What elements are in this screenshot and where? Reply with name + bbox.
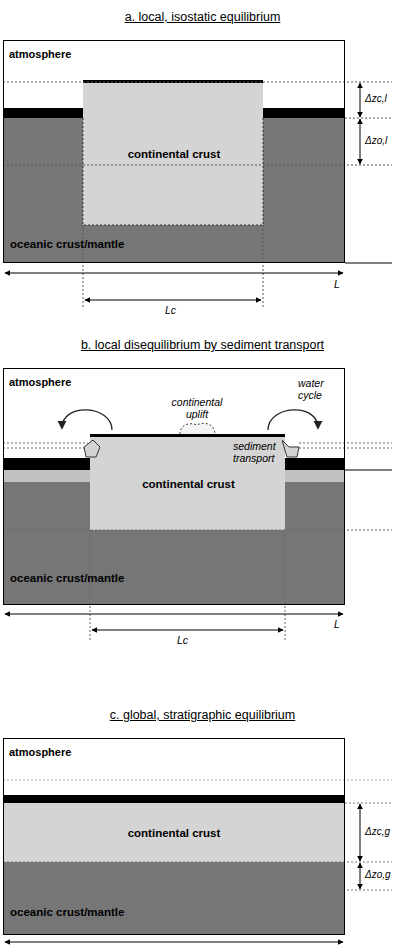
panel-b-layers-shape [90,434,285,437]
panel-c-guides-shape [3,890,392,891]
layer-label: oceanic crust/mantle [10,238,124,251]
panel-a-guides-shape [345,118,392,119]
panel-c-layers-shape [3,803,345,862]
layer-label: oceanic crust/mantle [10,572,124,585]
length-label: Lc [177,634,188,646]
panel-a-layers [3,80,345,263]
panel-c-guides-shape [3,780,392,781]
panel-c-dimensions [5,804,360,942]
panel-c-dimensions-shape [5,942,343,943]
process-label: sediment transport [232,440,282,464]
panel-b-guides [3,443,392,640]
panel-a-dimensions-shape [360,83,361,117]
layer-label: oceanic crust/mantle [10,906,124,919]
panel-c-guides-shape [3,862,392,863]
panel-b-guides-shape [299,443,392,444]
panel-b-layers-shape [180,423,215,434]
process-label: water cycle [298,377,342,401]
dimension-label: Δzo,g [365,869,391,881]
panel-title: a. local, isostatic equilibrium [0,10,405,24]
panel-a-dimensions [5,83,392,300]
panel-b-guides-shape [285,530,286,640]
panel-a-layers-shape [83,82,263,225]
panel-a-dimensions-shape [345,263,392,264]
layer-label: continental crust [142,478,235,491]
panel-b-arrows-shape [345,470,392,471]
panel-a-guides-shape [3,82,392,83]
panel-c-dimensions-shape [360,863,361,889]
oceanic-mantle-band: oceanic crust/mantle [4,226,244,264]
dimension-label: Δzo,l [365,135,387,147]
panel-c-layers-shape [3,795,345,803]
panel-a-layers-shape [83,118,263,225]
dimension-label: Δzc,l [365,93,387,105]
panel-title: c. global, stratigraphic equilibrium [0,708,405,722]
panel-a-layers-shape [3,108,83,118]
panel-a-guides-shape [83,225,84,308]
panel-a-dimensions-shape [5,273,343,274]
panel-frame: a. local, isostatic equilibriumatmospher… [3,40,345,263]
panel-b-arrows-shape [5,614,343,615]
layer-label: continental crust [128,148,221,161]
oceanic-mantle-band: oceanic crust/mantle [4,891,244,935]
panel-b-guides-shape [3,530,392,531]
panel-c-dimensions-shape [360,804,361,861]
panel-a-dimensions-shape [360,119,361,164]
panel-c-layers-shape [3,862,345,935]
panel-b-layers-shape [285,458,345,470]
region-label: atmosphere [9,746,71,758]
layer-label: continental crust [128,827,221,840]
panel-a-dimensions-shape [85,300,261,301]
panel-a-guides [3,82,392,308]
panel-a-layers-shape [263,108,345,118]
panel-title: b. local disequilibrium by sediment tran… [0,338,405,352]
panel-c-guides-shape [345,803,392,804]
panel-a-guides-shape [3,165,392,166]
panel-b-guides-shape [299,448,392,449]
panel-b-arrows-shape [92,630,283,631]
panel-b-arrows-shape [268,410,318,430]
panel-b-layers-shape [90,437,285,530]
panel-b-guides-shape [90,530,91,640]
region-label: atmosphere [9,48,71,60]
panel-a-guides-shape [263,225,264,308]
continental-crust-block: continental crust [84,83,264,226]
oceanic-mantle-band: oceanic crust/mantle [4,553,244,605]
panel-b-layers-shape [3,458,90,470]
region-label: atmosphere [9,376,71,388]
panel-c-layers [3,795,345,935]
length-label: Lc [165,304,176,316]
length-label: L [334,278,340,290]
panel-b-arrows [5,410,392,630]
panel-frame: c. global, stratigraphic equilibriumatmo… [3,738,345,935]
panel-b-layers [3,423,345,605]
panel-b-arrows-shape [84,440,100,457]
panel-b-arrows-shape [282,440,299,457]
dimension-label: Δzc,g [365,826,390,838]
panel-b-guides-shape [3,443,88,444]
continental-crust-layer: continental crust [4,804,344,863]
process-label: continental uplift [160,396,234,420]
panel-c-guides [3,780,392,890]
panel-b-arrows-shape [62,410,112,430]
panel-b-guides-shape [3,448,88,449]
length-label: L [334,618,340,630]
